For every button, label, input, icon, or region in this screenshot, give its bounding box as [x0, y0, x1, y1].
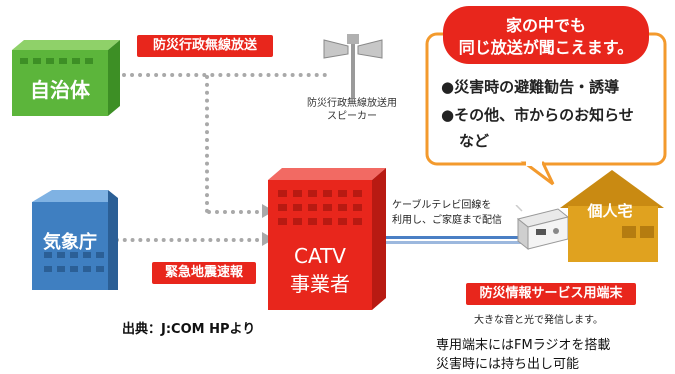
- speaker-icon: [318, 28, 388, 98]
- speaker-shape: [323, 34, 383, 98]
- catv-label-line2: 事業者: [290, 272, 350, 296]
- bubble-item-2: ●その他、市からのお知らせ: [441, 106, 634, 124]
- line-municipality-to-catv: [207, 210, 267, 214]
- speaker-label-line2: スピーカー: [327, 111, 377, 122]
- catv-label-line1: CATV: [294, 244, 346, 268]
- bubble-title-line2: 同じ放送が聞こえます。: [458, 38, 634, 57]
- tag-disaster-broadcast: 防災行政無線放送: [137, 35, 273, 57]
- tag-disaster-terminal: 防災情報サービス用端末: [466, 283, 636, 305]
- line-municipality-down: [205, 75, 209, 213]
- cable-note-line1: ケーブルテレビ回線を: [392, 200, 492, 211]
- municipality-label: 自治体: [30, 78, 90, 102]
- bubble-shape: [425, 6, 667, 186]
- agency-building-shape: [32, 190, 118, 290]
- bubble-item-continuation: など: [459, 132, 490, 150]
- municipality-building: 自治体: [12, 40, 120, 116]
- bubble-title-line1: 家の中でも: [505, 16, 586, 35]
- source-caption: 出典：J:COM HPより: [122, 322, 256, 337]
- tag-earthquake-warning: 緊急地震速報: [152, 262, 256, 284]
- footnote-line1: 専用端末にはFMラジオを搭載: [436, 338, 611, 353]
- catv-building: CATV 事業者: [268, 168, 386, 310]
- cable-note-line2: 利用し、ご家庭まで配信: [392, 215, 502, 226]
- footnote-line2: 災害時には持ち出し可能: [436, 357, 580, 372]
- terminal-device-icon: [514, 200, 570, 253]
- residence-label: 個人宅: [587, 202, 633, 220]
- terminal-note: 大きな音と光で発信します。: [474, 315, 603, 326]
- line-municipality-to-speaker: [122, 73, 327, 77]
- agency-building: 気象庁: [32, 190, 118, 290]
- catv-building-shape: [268, 168, 386, 310]
- line-agency-to-catv: [115, 238, 267, 242]
- terminal-device-shape: [515, 200, 570, 251]
- bubble-item-1: ●災害時の避難勧告・誘導: [441, 78, 620, 96]
- municipality-building-shape: [12, 40, 120, 116]
- speaker-label-line1: 防災行政無線放送用: [307, 98, 397, 109]
- agency-label: 気象庁: [43, 232, 97, 253]
- speech-bubble: 家の中でも 同じ放送が聞こえます。 ●災害時の避難勧告・誘導 ●その他、市からの…: [425, 6, 667, 186]
- residence-house: 個人宅: [560, 170, 664, 262]
- cable-line: [382, 236, 522, 239]
- house-shape: [560, 170, 664, 262]
